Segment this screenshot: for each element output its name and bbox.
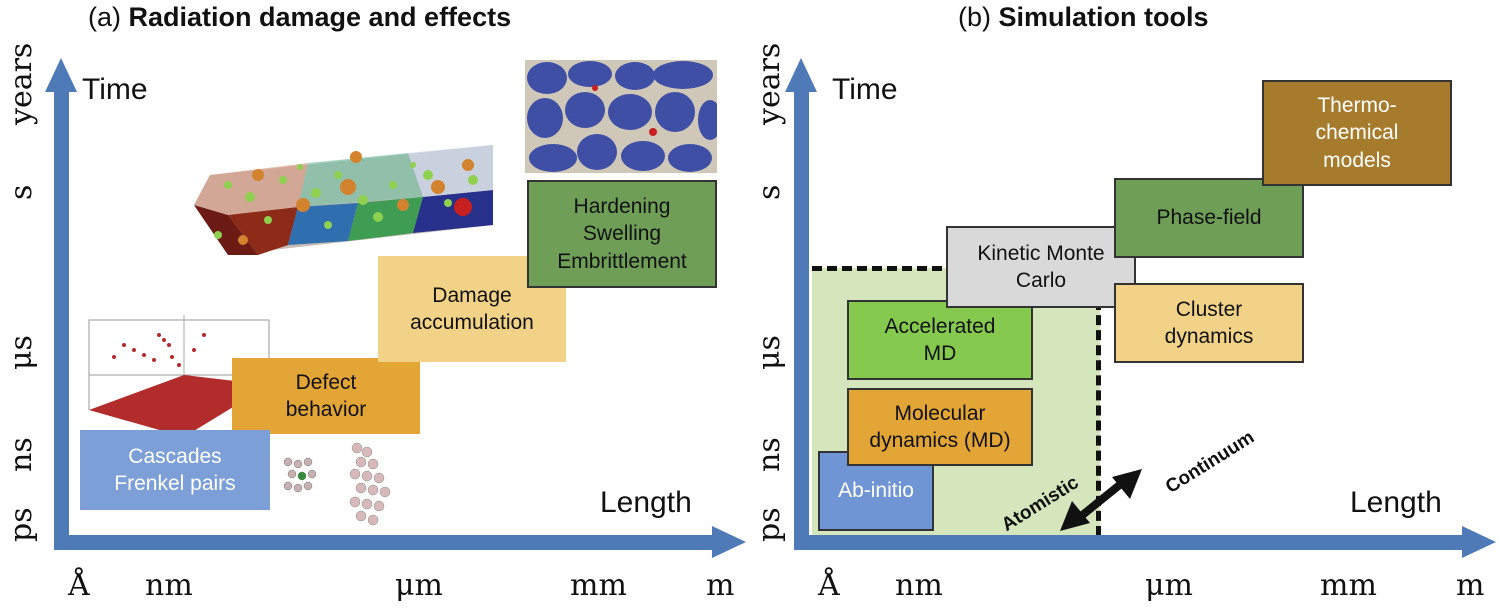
panel-b-xtick-um: μm — [1145, 568, 1193, 603]
box-thermochemical-models: Thermo-chemical models — [1262, 80, 1452, 186]
panel-b-ytick-ns: ns — [752, 437, 787, 472]
box-cascades-label: Cascades Frenkel pairs — [114, 444, 236, 495]
panel-b-title-bold: Simulation tools — [998, 2, 1209, 32]
atomistic-continuum-divider — [1096, 300, 1101, 536]
panel-a-xtick-mm: mm — [570, 568, 627, 603]
box-hardening-label: Hardening Swelling Embrittlement — [557, 195, 687, 273]
panel-a-y-arrowhead — [45, 58, 77, 92]
panel-b-x-axis — [794, 535, 1464, 550]
polycrystal-defects-image — [194, 145, 493, 255]
box-thermochemical-models-label: Thermo-chemical models — [1315, 94, 1399, 172]
panel-a-xtick-um: μm — [395, 568, 443, 603]
panel-a-title-bold: Radiation damage and effects — [128, 2, 512, 32]
panel-a-ytick-ns: ns — [4, 437, 39, 472]
box-cluster-dynamics-label: Cluster dynamics — [1164, 297, 1254, 348]
box-phase-field: Phase-field — [1114, 178, 1304, 258]
panel-b-y-axis — [794, 90, 809, 550]
box-molecular-dynamics: Molecular dynamics (MD) — [847, 388, 1033, 466]
panel-b-x-label: Length — [1350, 486, 1442, 519]
panel-b-ytick-us: μs — [752, 335, 787, 370]
box-phase-field-label: Phase-field — [1156, 206, 1262, 230]
atomistic-region-top-border — [812, 266, 1002, 271]
panel-b-xtick-angstrom: Å — [818, 568, 840, 603]
box-hardening: Hardening Swelling Embrittlement — [527, 180, 717, 288]
panel-simulation-tools: (b) Simulation tools Time Length ps ns μ… — [750, 0, 1500, 609]
panel-b-title: (b) Simulation tools — [958, 2, 1209, 33]
atom-cluster-small-image — [283, 457, 317, 493]
panel-a-ytick-ps: ps — [4, 507, 39, 542]
box-kinetic-monte-carlo-label: Kinetic Monte Carlo — [977, 241, 1105, 292]
panel-b-x-arrowhead — [1462, 526, 1496, 558]
panel-a-title-prefix: (a) — [88, 2, 129, 32]
box-cascades: Cascades Frenkel pairs — [80, 430, 270, 510]
panel-b-xtick-nm: nm — [895, 568, 943, 603]
double-arrow-icon — [1060, 469, 1142, 531]
panel-a-x-axis — [54, 535, 714, 550]
box-accelerated-md-label: Accelerated MD — [884, 314, 996, 365]
box-defect-behavior: Defect behavior — [232, 358, 420, 434]
atom-cluster-large-image — [349, 442, 391, 526]
continuum-label: Continuum — [1162, 426, 1259, 498]
panel-a-ytick-us: μs — [4, 335, 39, 370]
box-damage-accumulation-label: Damage accumulation — [410, 283, 534, 334]
panel-a-xtick-nm: nm — [145, 568, 193, 603]
grain-microstructure-image — [525, 60, 717, 173]
box-molecular-dynamics-label: Molecular dynamics (MD) — [869, 401, 1011, 452]
panel-b-title-prefix: (b) — [958, 2, 999, 32]
panel-b-ytick-ps: ps — [752, 507, 787, 542]
box-kinetic-monte-carlo: Kinetic Monte Carlo — [946, 226, 1136, 308]
panel-a-title: (a) Radiation damage and effects — [88, 2, 511, 33]
box-defect-behavior-label: Defect behavior — [285, 370, 367, 421]
panel-radiation-damage: (a) Radiation damage and effects Time Le… — [4, 2, 746, 603]
box-ab-initio-label: Ab-initio — [838, 479, 914, 503]
panel-b-y-label: Time — [832, 73, 898, 106]
panel-a-x-arrowhead — [712, 526, 746, 558]
panel-a-xtick-m: m — [706, 568, 735, 603]
panel-b-xtick-mm: mm — [1320, 568, 1377, 603]
panel-b-ytick-s: s — [752, 184, 787, 200]
panel-a-y-label: Time — [82, 73, 148, 106]
box-cluster-dynamics: Cluster dynamics — [1114, 283, 1304, 363]
panel-b-ytick-years: years — [752, 42, 787, 125]
panel-b-xtick-m: m — [1456, 568, 1485, 603]
panel-a-y-axis — [54, 90, 69, 550]
panel-b-y-arrowhead — [785, 58, 817, 92]
panel-a-xtick-angstrom: Å — [68, 568, 90, 603]
panel-a-ytick-years: years — [4, 42, 39, 125]
panel-a-ytick-s: s — [4, 184, 39, 200]
panel-a-x-label: Length — [600, 486, 692, 519]
box-accelerated-md: Accelerated MD — [847, 300, 1033, 380]
